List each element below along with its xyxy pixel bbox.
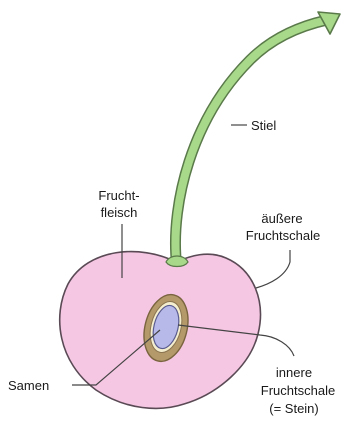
label-aeussere-line2: Fruchtschale xyxy=(246,228,320,243)
label-innere-line3: (= Stein) xyxy=(269,401,319,416)
label-aeussere-line1: äußere xyxy=(261,211,302,226)
label-innere-line1: innere xyxy=(276,365,312,380)
label-fruchtfleisch-line2: fleisch xyxy=(101,205,138,220)
label-fruchtfleisch-line1: Frucht- xyxy=(98,188,139,203)
stem-fill xyxy=(175,20,327,258)
label-samen: Samen xyxy=(8,378,49,393)
leader-aeussere xyxy=(256,250,290,288)
label-innere-line2: Fruchtschale xyxy=(261,383,335,398)
label-stiel: Stiel xyxy=(251,118,276,133)
stem-base xyxy=(166,256,188,267)
